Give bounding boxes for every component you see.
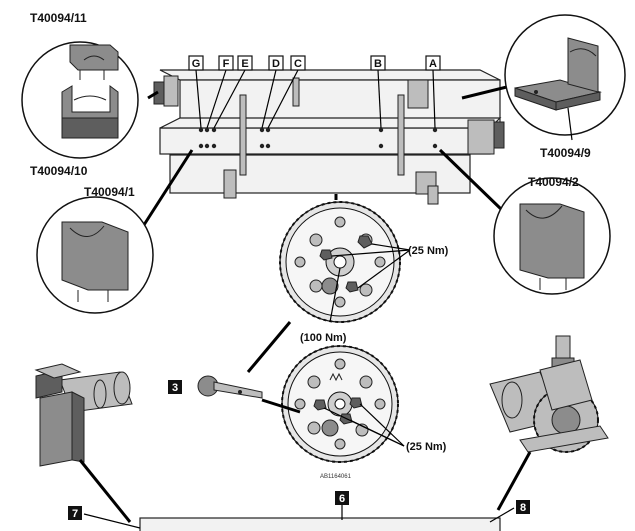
lower-sprocket: (25 Nm) AB1164061 (281, 345, 447, 480)
callout-6: 6 (339, 493, 345, 505)
callout-7: 7 (72, 508, 78, 520)
letter-box-a: A (425, 55, 441, 71)
letter-b: B (374, 58, 382, 70)
label-t40094-9: T40094/9 (540, 146, 591, 160)
detail-t40094-1: T40094/1 (36, 149, 194, 314)
upper-sprocket: (25 Nm) (279, 201, 449, 323)
letter-box-b: B (370, 55, 386, 71)
torque-lower: (25 Nm) (406, 441, 447, 453)
tool-3: 3 (168, 321, 301, 414)
letter-g: G (192, 58, 201, 70)
letter-d: D (272, 58, 280, 70)
letter-box-e: E (237, 55, 253, 71)
camshaft-jig-frame (153, 69, 505, 205)
letter-f: F (223, 58, 230, 70)
letter-box-g: G (188, 55, 204, 71)
callout-8: 8 (520, 502, 526, 514)
bottom-assembly: 6 7 8 (68, 491, 530, 531)
label-t40094-2: T40094/2 (528, 175, 579, 189)
callout-3: 3 (172, 382, 178, 394)
letter-box-d: D (268, 55, 284, 71)
lower-right-clamp (489, 335, 609, 511)
letter-box-f: F (218, 55, 234, 71)
label-t40094-10: T40094/10 (30, 164, 88, 178)
position-letters: G F E D C B A (188, 55, 441, 71)
torque-center: (100 Nm) (300, 332, 347, 344)
label-t40094-1: T40094/1 (84, 185, 135, 199)
label-t40094-11: T40094/11 (30, 11, 87, 25)
detail-t40094-2: T40094/2 (438, 148, 611, 295)
frame-holes (198, 127, 438, 149)
letter-c: C (294, 58, 302, 70)
lower-left-clamp (34, 363, 133, 523)
detail-t40094-10-11: T40094/11 T40094/10 (21, 11, 159, 178)
figure-code: AB1164061 (320, 474, 352, 480)
letter-a: A (429, 58, 437, 70)
letter-box-c: C (290, 55, 306, 71)
detail-t40094-9: T40094/9 (461, 14, 626, 160)
torque-upper: (25 Nm) (408, 245, 449, 257)
letter-e: E (241, 58, 248, 70)
